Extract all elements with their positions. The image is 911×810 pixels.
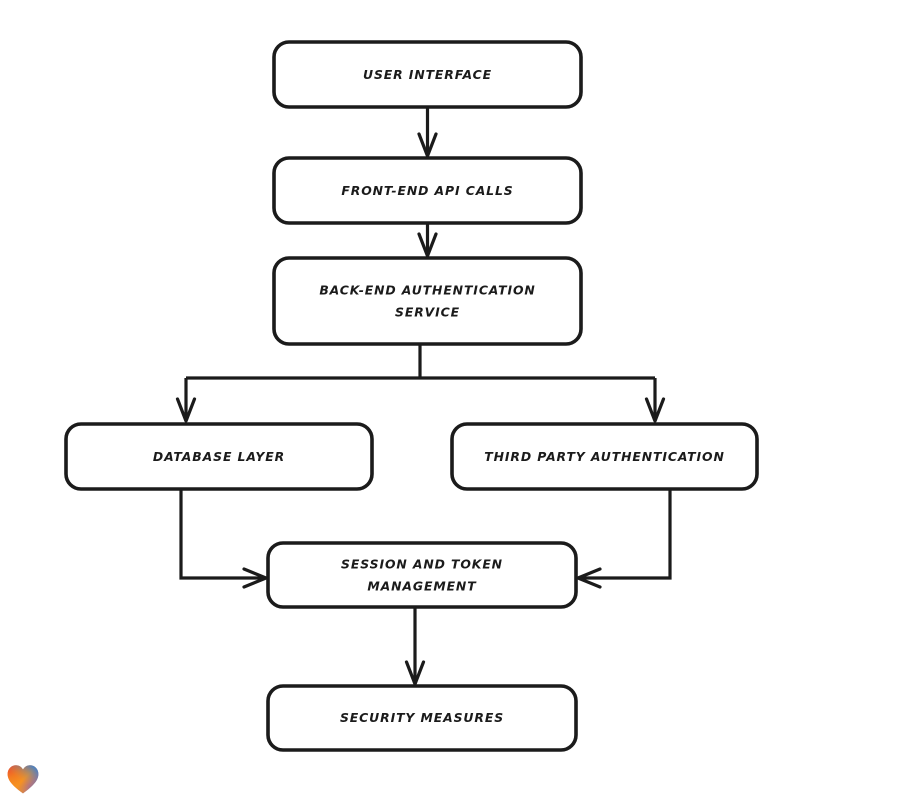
node-box-user-interface[interactable] — [272, 40, 583, 109]
node-label-third-party-authentication: THIRD PARTY AUTHENTICATION — [484, 449, 725, 464]
edge-session-to-security — [404, 607, 426, 686]
heart-icon-wrapper — [6, 762, 40, 796]
node-box-back-end-authentication-service[interactable] — [272, 256, 583, 346]
node-third-party-authentication[interactable]: THIRD PARTY AUTHENTICATION — [450, 422, 759, 491]
node-label-database-layer: DATABASE LAYER — [153, 449, 285, 464]
edge-thirdparty-to-session — [576, 489, 672, 589]
node-security-measures[interactable]: SECURITY MEASURES — [266, 684, 578, 752]
node-label-security-measures: SECURITY MEASURES — [340, 710, 504, 725]
edge-backend-to-thirdparty — [644, 378, 666, 423]
node-label-front-end-api-calls: FRONT-END API CALLS — [341, 183, 513, 198]
node-box-front-end-api-calls[interactable] — [272, 156, 583, 225]
node-session-and-token-management[interactable]: SESSION AND TOKEN MANAGEMENT — [266, 541, 578, 609]
edge-ui-to-frontend — [417, 107, 438, 158]
node-database-layer[interactable]: DATABASE LAYER — [64, 422, 374, 491]
edge-backend-split — [186, 344, 655, 380]
heart-icon — [7, 765, 39, 794]
node-box-database-layer[interactable] — [64, 422, 374, 491]
node-label-back-end-authentication-service-line2: SERVICE — [395, 305, 460, 320]
node-label-session-and-token-management-line2: MANAGEMENT — [367, 579, 477, 594]
node-label-back-end-authentication-service-line1: BACK-END AUTHENTICATION — [319, 283, 535, 298]
node-label-user-interface: USER INTERFACE — [363, 67, 492, 82]
edge-backend-to-database — [175, 378, 197, 423]
node-back-end-authentication-service[interactable]: BACK-END AUTHENTICATION SERVICE — [272, 256, 583, 346]
node-box-session-and-token-management[interactable] — [266, 541, 578, 609]
edge-database-to-session — [179, 489, 268, 589]
node-front-end-api-calls[interactable]: FRONT-END API CALLS — [272, 156, 583, 225]
node-box-third-party-authentication[interactable] — [450, 422, 759, 491]
node-user-interface[interactable]: USER INTERFACE — [272, 40, 583, 109]
node-label-session-and-token-management-line1: SESSION AND TOKEN — [341, 557, 503, 572]
edge-frontend-to-backend — [417, 223, 438, 258]
node-box-security-measures[interactable] — [266, 684, 578, 752]
